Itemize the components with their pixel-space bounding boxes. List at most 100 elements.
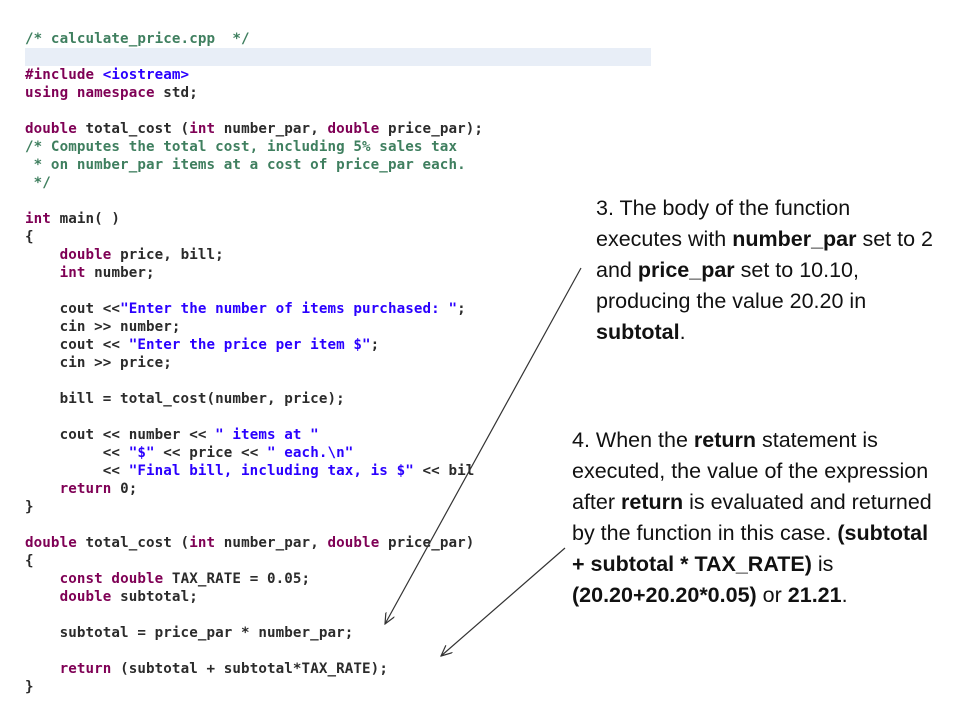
code-token: "Final bill, including tax, is $" (128, 463, 414, 479)
code-token: (subtotal + subtotal*TAX_RATE); (120, 661, 388, 677)
arrow-to-subtotal-line (385, 267, 582, 624)
annotation-step-3: 3. The body of the function executes wit… (596, 193, 936, 348)
code-token: /* calculate_price.cpp */ (25, 31, 250, 47)
note-text: set to 10.10, producing the value 20.20 … (596, 258, 867, 313)
code-line: const double TAX_RATE = 0.05; (25, 570, 311, 588)
code-line: #include <iostream> (25, 66, 189, 84)
code-token: int (189, 535, 224, 551)
note-emphasis: 21.21 (787, 583, 842, 607)
code-token: << (25, 463, 129, 479)
code-token: " items at " (215, 427, 319, 443)
code-token: return (59, 661, 121, 677)
code-line: { (25, 228, 34, 246)
code-line: double total_cost (int number_par, doubl… (25, 534, 474, 552)
code-token: double (327, 121, 388, 137)
code-token: int (189, 121, 224, 137)
code-token: price_par) (387, 535, 475, 551)
code-token: int (25, 211, 60, 227)
arrow-to-return-line (441, 547, 566, 656)
code-line: /* Computes the total cost, including 5%… (25, 138, 457, 156)
note-text: 3. The body of the function executes wit… (596, 196, 851, 251)
code-token: cout << (25, 301, 121, 317)
annotation-step-4: 4. When the return statement is executed… (572, 425, 942, 611)
note-emphasis: return (621, 490, 684, 514)
note-emphasis: subtotal (596, 320, 680, 344)
code-line: << "Final bill, including tax, is $" << … (25, 462, 475, 480)
code-token: /* Computes the total cost, including 5%… (25, 139, 458, 155)
code-token: } (25, 679, 34, 695)
note-text: is evaluated and returned by the functio… (572, 490, 932, 545)
note-text: . (679, 320, 686, 344)
code-token: const double (59, 571, 172, 587)
code-line: using namespace std; (25, 84, 198, 102)
code-token: cout << (25, 337, 129, 353)
code-token: "$" (128, 445, 155, 461)
code-token: double (327, 535, 388, 551)
code-token: <iostream> (102, 67, 190, 83)
code-line: double total_cost (int number_par, doubl… (25, 120, 483, 138)
code-token: #include (25, 67, 103, 83)
note-text: set to 2 and (596, 227, 933, 282)
code-token: std; (163, 85, 198, 101)
code-token: int (59, 265, 95, 281)
code-line: double subtotal; (25, 588, 198, 606)
code-token: */ (25, 175, 51, 191)
code-token: * on number_par items at a cost of price… (25, 157, 466, 173)
code-token: subtotal; (120, 589, 198, 605)
code-line: */ (25, 174, 51, 192)
code-token: ; (457, 301, 466, 317)
note-text: . (841, 583, 848, 607)
note-text: or (756, 583, 788, 607)
code-token: 0; (120, 481, 138, 497)
code-token: TAX_RATE = 0.05; (171, 571, 311, 587)
code-token: double (59, 247, 121, 263)
code-token: number_par, (223, 535, 328, 551)
note-emphasis: (20.20+20.20*0.05) (572, 583, 757, 607)
note-text: 4. When the (572, 428, 694, 452)
code-token: << bil (413, 463, 475, 479)
code-token: price_par); (387, 121, 484, 137)
highlighted-code-line (25, 48, 651, 66)
code-line: * on number_par items at a cost of price… (25, 156, 466, 174)
note-emphasis: price_par (637, 258, 735, 282)
code-line: cout <<"Enter the number of items purcha… (25, 300, 466, 318)
code-token: number_par, (223, 121, 328, 137)
code-line: << "$" << price << " each.\n" (25, 444, 354, 462)
code-token: "Enter the number of items purchased: " (120, 301, 458, 317)
code-token: main( ) (59, 211, 121, 227)
code-token: total_cost ( (85, 535, 190, 551)
code-token: cout << number << (25, 427, 216, 443)
note-text: statement is executed, the value of the … (572, 428, 929, 514)
code-line: } (25, 498, 34, 516)
code-token: { (25, 553, 34, 569)
note-text: is (811, 552, 834, 576)
code-token: << price << (154, 445, 267, 461)
code-token: using namespace (25, 85, 164, 101)
code-line: double price, bill; (25, 246, 224, 264)
code-token: " each.\n" (266, 445, 354, 461)
code-token: bill = total_cost(number, price); (25, 391, 345, 407)
code-token: cin >> price; (25, 355, 172, 371)
code-token: price, bill; (120, 247, 224, 263)
code-token: { (25, 229, 34, 245)
code-line: cout << number << " items at " (25, 426, 319, 444)
code-line: { (25, 552, 34, 570)
code-token: return (59, 481, 121, 497)
code-line: cin >> number; (25, 318, 181, 336)
code-line: cin >> price; (25, 354, 172, 372)
code-line: /* calculate_price.cpp */ (25, 30, 250, 48)
code-token: } (25, 499, 34, 515)
note-emphasis: (subtotal + subtotal * TAX_RATE) (572, 521, 929, 576)
code-token: total_cost ( (85, 121, 190, 137)
code-line: int number; (25, 264, 155, 282)
code-line: return (subtotal + subtotal*TAX_RATE); (25, 660, 388, 678)
code-token: number; (94, 265, 155, 281)
code-token: subtotal = price_par * number_par; (25, 625, 354, 641)
note-emphasis: number_par (732, 227, 857, 251)
code-token: << (25, 445, 129, 461)
code-line: cout << "Enter the price per item $"; (25, 336, 380, 354)
code-token: double (25, 121, 86, 137)
code-line: subtotal = price_par * number_par; (25, 624, 354, 642)
code-token: double (59, 589, 121, 605)
